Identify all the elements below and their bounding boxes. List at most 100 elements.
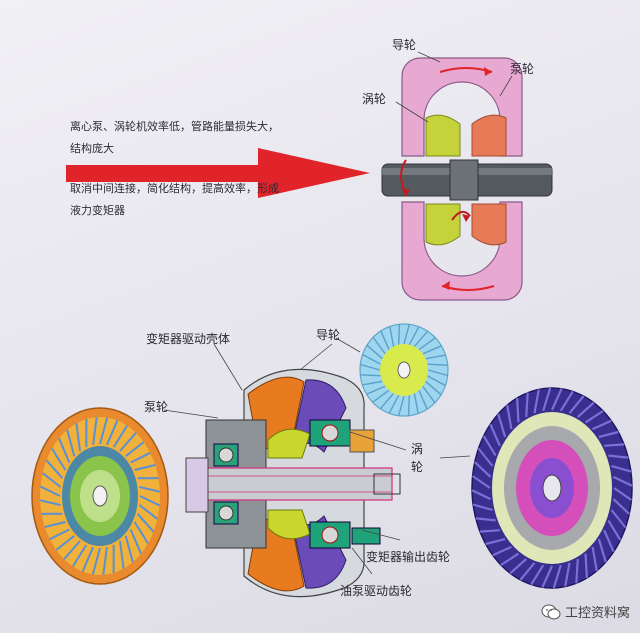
blade — [72, 544, 88, 568]
blade — [403, 324, 410, 345]
blade — [530, 564, 545, 586]
blade — [506, 404, 513, 430]
blade — [427, 375, 446, 387]
blade — [379, 392, 395, 410]
blade — [564, 562, 571, 587]
blade — [422, 385, 436, 404]
blade — [139, 495, 161, 507]
blade — [607, 519, 622, 541]
blade — [418, 337, 436, 351]
blade — [473, 461, 492, 478]
label-pump-top: 泵轮 — [510, 62, 535, 76]
blade — [604, 443, 625, 447]
blade — [407, 395, 410, 416]
blade — [91, 547, 101, 575]
blade — [489, 423, 501, 447]
blade — [380, 330, 390, 350]
blade — [41, 472, 62, 488]
blade — [519, 562, 536, 581]
blade — [133, 521, 149, 544]
blade — [398, 395, 405, 416]
blade — [603, 529, 615, 553]
blade — [413, 393, 419, 414]
pump-wheel-disc — [31, 407, 169, 585]
torus-lower — [401, 201, 523, 301]
blade — [362, 353, 381, 365]
blade — [63, 540, 81, 560]
watermark-text: 工控资料窝 — [564, 606, 630, 621]
blade — [485, 538, 506, 546]
blade — [584, 410, 604, 424]
blade — [418, 390, 428, 410]
blade — [360, 374, 381, 377]
blade — [92, 416, 98, 445]
blade — [112, 424, 128, 448]
blade — [591, 546, 598, 572]
blade — [597, 538, 607, 563]
blade — [575, 558, 579, 584]
blade — [610, 509, 627, 529]
blade — [55, 535, 75, 551]
turbine-lower — [425, 203, 461, 246]
blade — [372, 389, 390, 403]
blade — [550, 388, 563, 411]
blade — [119, 540, 125, 569]
blade — [99, 417, 109, 445]
converter-cross-section — [163, 337, 471, 598]
blade — [479, 529, 500, 533]
note-lower: 取消中间连接，简化结构，提高效率，形成液力变矩器 — [70, 182, 279, 217]
torus-diagram — [381, 51, 553, 301]
torus-upper — [401, 57, 523, 157]
blade — [552, 564, 562, 589]
blade — [124, 535, 134, 563]
blade — [477, 447, 494, 467]
rotation-arrow-right — [451, 210, 471, 221]
blade — [471, 489, 492, 501]
blade — [611, 464, 632, 473]
blade — [584, 553, 588, 579]
blade — [509, 558, 527, 575]
blade — [408, 326, 420, 346]
blade — [525, 392, 529, 418]
blade — [75, 423, 81, 452]
blade — [119, 432, 137, 452]
blade — [492, 545, 512, 557]
blade — [130, 451, 151, 464]
blade — [568, 395, 585, 414]
blade — [559, 390, 574, 412]
blade — [472, 503, 493, 512]
blade — [542, 387, 552, 412]
blade — [427, 363, 448, 366]
blade — [533, 389, 540, 414]
blade — [516, 397, 520, 423]
blade — [129, 529, 142, 555]
blade — [425, 380, 442, 396]
blade — [51, 448, 67, 471]
watermark: 工控资料窝 — [541, 602, 630, 621]
blade — [482, 435, 497, 457]
wechat-icon — [541, 604, 561, 619]
blade — [427, 369, 448, 377]
label-guide-wheel-top: 导轮 — [392, 38, 417, 52]
right-arrow-icon — [66, 148, 370, 198]
blade — [360, 363, 381, 371]
blade — [66, 429, 76, 457]
blade — [592, 419, 612, 431]
blade — [49, 528, 70, 541]
blade — [497, 413, 507, 438]
blade — [125, 441, 145, 457]
blade — [366, 344, 383, 360]
blade — [362, 380, 383, 386]
blade — [39, 485, 61, 497]
label-turbine-top: 涡轮 — [362, 92, 387, 106]
blade — [45, 459, 64, 479]
blade — [471, 475, 491, 489]
label-oil-pump-gear: 油泵驱动齿轮 — [340, 584, 413, 598]
label-output-gear: 变矩器输出齿轮 — [366, 550, 451, 564]
blade — [134, 464, 156, 471]
label-pump-wheel: 泵轮 — [144, 400, 169, 414]
blade — [44, 521, 66, 528]
blade — [139, 486, 161, 493]
